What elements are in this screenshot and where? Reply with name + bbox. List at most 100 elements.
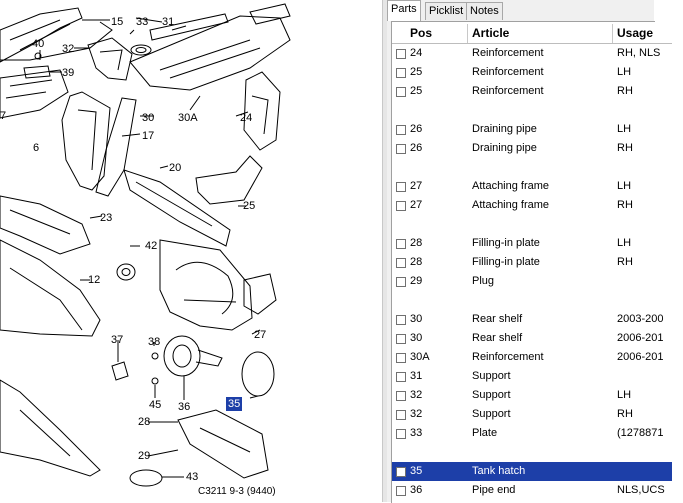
callout-35-selected[interactable]: 35: [226, 397, 243, 411]
row-checkbox[interactable]: [396, 87, 406, 97]
row-checkbox[interactable]: [396, 372, 406, 382]
cell-usage: RH: [617, 256, 633, 268]
tab-notes[interactable]: Notes: [466, 2, 503, 20]
cell-pos: 36: [410, 484, 423, 496]
table-row[interactable]: [392, 158, 672, 177]
parts-diagram[interactable]: 15 33 31 40 32 39 7 6 30A 24 30 17 20 25…: [0, 0, 382, 502]
cell-article: Attaching frame: [472, 180, 550, 192]
row-checkbox[interactable]: [396, 391, 406, 401]
cell-usage: (1278871: [617, 427, 664, 439]
row-checkbox[interactable]: [396, 125, 406, 135]
cell-pos: 32: [410, 389, 423, 401]
cell-article: Draining pipe: [472, 123, 537, 135]
callout-45[interactable]: 45: [149, 399, 162, 411]
cell-usage: 2006-201: [617, 332, 664, 344]
callout-39[interactable]: 39: [62, 67, 75, 79]
callout-40[interactable]: 40: [32, 38, 45, 50]
panel-splitter[interactable]: [382, 0, 388, 502]
callout-28[interactable]: 28: [138, 416, 151, 428]
cell-usage: LH: [617, 66, 632, 78]
cell-article: Reinforcement: [472, 47, 544, 59]
callout-38[interactable]: 38: [148, 336, 161, 348]
cell-pos: 30A: [410, 351, 430, 363]
callout-24[interactable]: 24: [240, 112, 253, 124]
cell-article: Plate: [472, 427, 498, 439]
row-checkbox[interactable]: [396, 201, 406, 211]
callout-33[interactable]: 33: [136, 16, 149, 28]
callout-30A[interactable]: 30A: [178, 112, 198, 124]
cell-pos: 25: [410, 66, 423, 78]
column-header-usage[interactable]: Usage: [617, 26, 654, 40]
row-checkbox[interactable]: [396, 258, 406, 268]
cell-article: Reinforcement: [472, 85, 544, 97]
row-checkbox[interactable]: [396, 486, 406, 496]
callout-31[interactable]: 31: [162, 16, 175, 28]
row-checkbox[interactable]: [396, 182, 406, 192]
callout-43[interactable]: 43: [186, 471, 199, 483]
callout-12[interactable]: 12: [88, 274, 101, 286]
callout-42[interactable]: 42: [145, 240, 158, 252]
callout-36[interactable]: 36: [178, 401, 191, 413]
row-checkbox[interactable]: [396, 410, 406, 420]
callout-25[interactable]: 25: [243, 200, 256, 212]
row-checkbox[interactable]: [396, 49, 406, 59]
callout-27[interactable]: 27: [254, 329, 267, 341]
callout-15[interactable]: 15: [111, 16, 124, 28]
cell-usage: LH: [617, 180, 632, 192]
cell-pos: 26: [410, 123, 423, 135]
column-header-pos[interactable]: Pos: [392, 24, 468, 43]
cell-article: Reinforcement: [472, 351, 544, 363]
column-header-article[interactable]: Article: [468, 24, 613, 43]
callout-20[interactable]: 20: [169, 162, 182, 174]
parts-panel: Parts Picklist Notes Pos Article Usage 2…: [387, 0, 672, 503]
row-checkbox[interactable]: [396, 277, 406, 287]
callout-6[interactable]: 6: [33, 142, 40, 154]
row-checkbox[interactable]: [396, 334, 406, 344]
callout-37[interactable]: 37: [111, 334, 124, 346]
callout-7[interactable]: 7: [0, 110, 7, 122]
callout-32[interactable]: 32: [62, 43, 75, 55]
row-checkbox[interactable]: [396, 353, 406, 363]
callout-17[interactable]: 17: [142, 130, 155, 142]
callout-23[interactable]: 23: [100, 212, 113, 224]
row-checkbox[interactable]: [396, 467, 406, 477]
row-checkbox[interactable]: [396, 429, 406, 439]
tab-picklist[interactable]: Picklist: [425, 2, 468, 20]
exploded-view-drawing: [0, 3, 291, 487]
row-checkbox[interactable]: [396, 315, 406, 325]
callout-29[interactable]: 29: [138, 450, 151, 462]
table-row[interactable]: [392, 215, 672, 234]
tab-parts[interactable]: Parts: [387, 0, 421, 21]
row-checkbox[interactable]: [396, 239, 406, 249]
cell-pos: 35: [410, 465, 423, 477]
row-checkbox[interactable]: [396, 68, 406, 78]
cell-usage: RH: [617, 408, 633, 420]
cell-usage: RH: [617, 142, 633, 154]
table-row[interactable]: [392, 291, 672, 310]
table-header: Pos Article Usage: [392, 24, 672, 44]
row-checkbox[interactable]: [396, 144, 406, 154]
table-row[interactable]: [392, 101, 672, 120]
callout-30[interactable]: 30: [142, 112, 155, 124]
table-row[interactable]: [392, 443, 672, 462]
